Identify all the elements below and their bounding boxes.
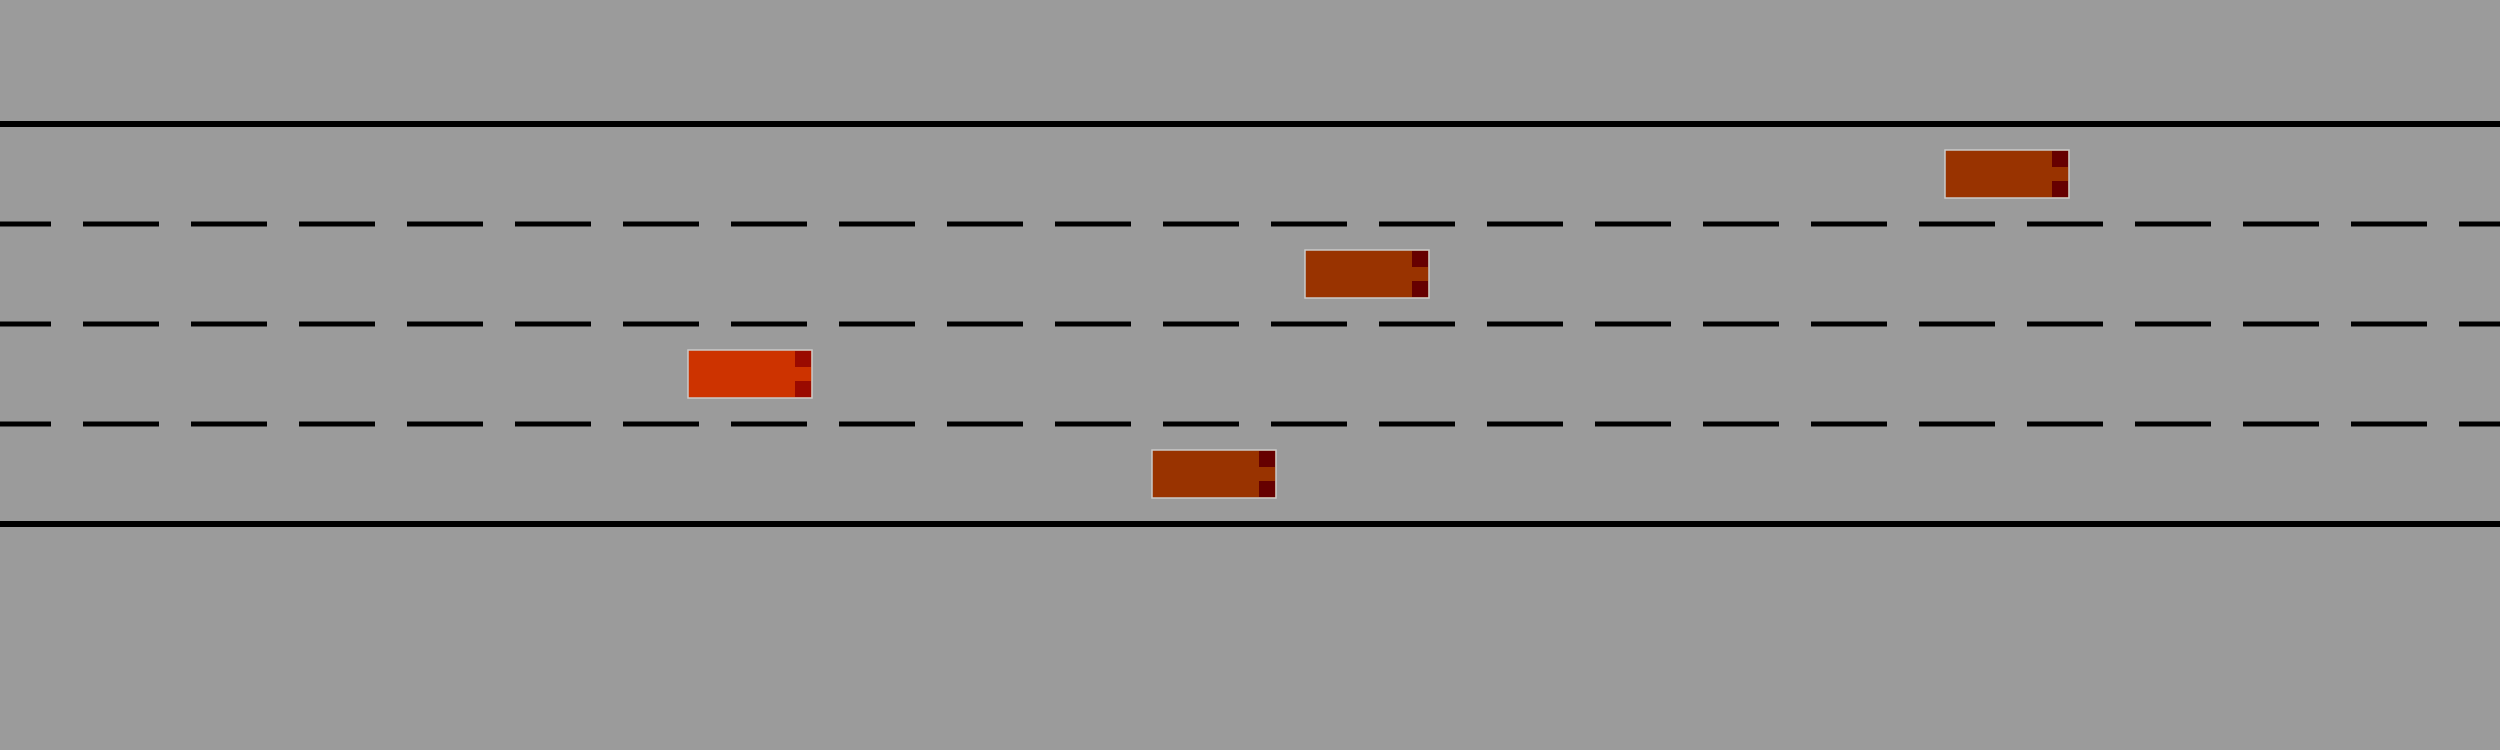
vehicle-body [1151,449,1277,499]
lane-dividers [0,221,2500,427]
headlight-left [795,351,811,367]
ego-vehicle [687,349,813,399]
vehicle-body [1944,149,2070,199]
headlight-right [795,381,811,397]
vehicle-body [1304,249,1430,299]
vehicles [687,149,2070,499]
vehicle-car-3 [1151,449,1277,499]
vehicle-body [687,349,813,399]
headlight-left [1412,251,1428,267]
headlight-left [2052,151,2068,167]
headlight-right [2052,181,2068,197]
headlight-left [1259,451,1275,467]
vehicle-car-1 [1944,149,2070,199]
vehicle-car-2 [1304,249,1430,299]
headlight-right [1412,281,1428,297]
headlight-right [1259,481,1275,497]
